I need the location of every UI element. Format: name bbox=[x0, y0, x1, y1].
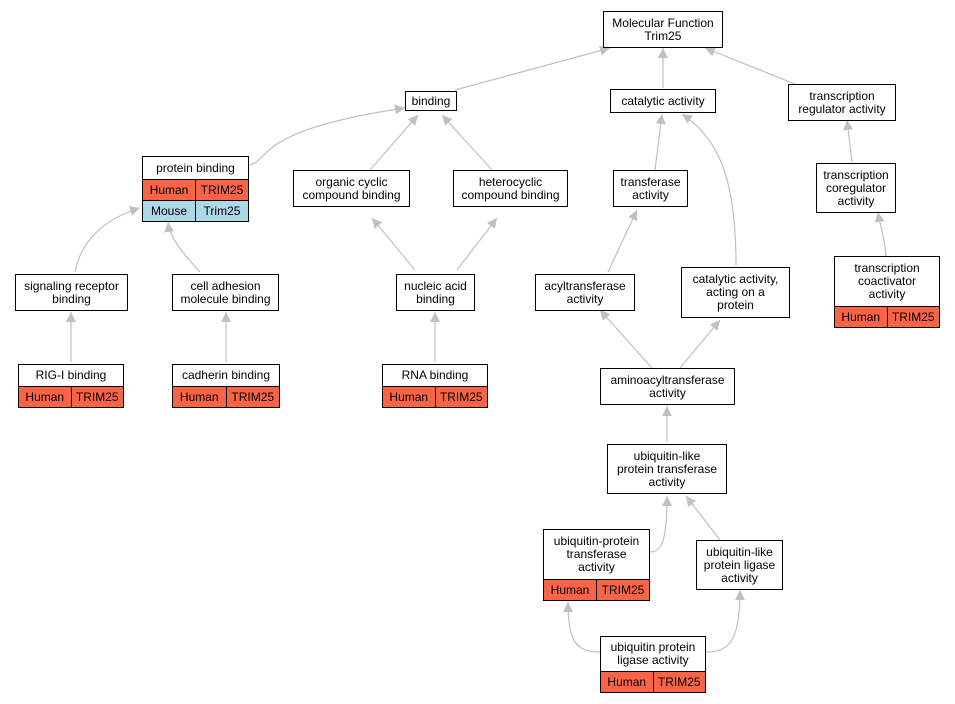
annotation-row-human: Human TRIM25 bbox=[173, 386, 279, 407]
node-ubiquitin-like-protein-transferase-activity[interactable]: ubiquitin-like protein transferase activ… bbox=[607, 444, 727, 494]
node-protein-binding[interactable]: protein binding Human TRIM25 Mouse Trim2… bbox=[142, 156, 249, 222]
node-transferase-activity[interactable]: transferase activity bbox=[613, 170, 688, 207]
edge-tcoact-tcoreg bbox=[874, 211, 887, 257]
node-label: organic cyclic compound binding bbox=[302, 174, 401, 202]
species-cell: Human bbox=[550, 583, 590, 597]
node-label: transcription coactivator activity bbox=[854, 261, 920, 301]
node-label: nucleic acid binding bbox=[404, 278, 467, 306]
gene-cell: TRIM25 bbox=[195, 180, 248, 200]
node-catalytic-activity[interactable]: catalytic activity bbox=[610, 89, 716, 113]
node-rig-i-binding[interactable]: RIG-I binding Human TRIM25 bbox=[18, 364, 124, 408]
gene-cell: TRIM25 bbox=[886, 307, 940, 327]
node-transcription-coregulator-activity[interactable]: transcription coregulator activity bbox=[816, 163, 896, 213]
node-label: Molecular Function Trim25 bbox=[612, 15, 714, 43]
annotation-row-mouse: Mouse Trim25 bbox=[143, 200, 248, 221]
edge-transferase-catalytic bbox=[654, 113, 666, 171]
edge-ubltrans-ubl-ligase bbox=[685, 495, 721, 541]
edge-organic-binding bbox=[369, 114, 419, 171]
node-label: transferase activity bbox=[620, 174, 681, 202]
species-cell: Mouse bbox=[150, 204, 188, 218]
node-label: acyltransferase activity bbox=[544, 278, 626, 306]
edge-tra-root bbox=[704, 47, 796, 85]
annotation-row-human: Human TRIM25 bbox=[544, 579, 649, 600]
node-label: transcription regulator activity bbox=[798, 88, 886, 116]
edge-signaling-protein-binding bbox=[74, 206, 141, 273]
node-label: heterocyclic compound binding bbox=[461, 174, 560, 202]
node-signaling-receptor-binding[interactable]: signaling receptor binding bbox=[15, 274, 128, 311]
species-cell: Human bbox=[179, 390, 219, 404]
species-cell: Human bbox=[389, 390, 429, 404]
node-heterocyclic-compound-binding[interactable]: heterocyclic compound binding bbox=[453, 170, 568, 207]
node-label: binding bbox=[411, 93, 451, 108]
node-ubiquitin-like-protein-ligase-activity[interactable]: ubiquitin-like protein ligase activity bbox=[696, 540, 783, 590]
node-rna-binding[interactable]: RNA binding Human TRIM25 bbox=[382, 364, 488, 408]
node-catalytic-activity-acting-on-a-protein[interactable]: catalytic activity, acting on a protein bbox=[681, 267, 790, 318]
node-label: RIG-I binding bbox=[35, 368, 107, 382]
edge-nucleic-organic bbox=[371, 217, 416, 271]
node-transcription-regulator-activity[interactable]: transcription regulator activity bbox=[788, 84, 896, 121]
gene-cell: TRIM25 bbox=[225, 387, 280, 407]
node-label: catalytic activity, acting on a protein bbox=[692, 272, 779, 312]
species-cell: Human bbox=[841, 310, 881, 324]
node-cell-adhesion-molecule-binding[interactable]: cell adhesion molecule binding bbox=[172, 274, 279, 311]
edge-ubligase-ubl-ligase bbox=[705, 589, 745, 653]
node-ubiquitin-protein-ligase-activity[interactable]: ubiquitin protein ligase activity Human … bbox=[600, 636, 706, 693]
node-label: ubiquitin-protein transferase activity bbox=[553, 534, 640, 574]
edge-ubligase-ubtrans bbox=[563, 601, 601, 653]
species-cell: Human bbox=[607, 675, 647, 689]
gene-cell: TRIM25 bbox=[434, 387, 488, 407]
node-transcription-coactivator-activity[interactable]: transcription coactivator activity Human… bbox=[834, 256, 940, 328]
node-molecular-function-root[interactable]: Molecular Function Trim25 bbox=[603, 11, 723, 48]
edge-binding-root bbox=[454, 45, 611, 91]
annotation-row-human: Human TRIM25 bbox=[143, 179, 248, 200]
node-label: RNA binding bbox=[401, 368, 469, 382]
annotation-row-human: Human TRIM25 bbox=[19, 386, 123, 407]
node-label: signaling receptor binding bbox=[24, 278, 119, 306]
node-nucleic-acid-binding[interactable]: nucleic acid binding bbox=[396, 274, 475, 311]
gene-cell: TRIM25 bbox=[652, 672, 706, 692]
edge-hetero-binding bbox=[441, 114, 493, 171]
edge-protein-binding-binding bbox=[249, 104, 406, 166]
node-ubiquitin-protein-transferase-activity[interactable]: ubiquitin-protein transferase activity H… bbox=[543, 529, 650, 601]
node-acyltransferase-activity[interactable]: acyltransferase activity bbox=[535, 274, 635, 311]
node-binding[interactable]: binding bbox=[405, 91, 457, 111]
edge-aminoacyl-catprot bbox=[679, 319, 721, 369]
node-label: cell adhesion molecule binding bbox=[180, 278, 271, 306]
edge-tcoreg-tra bbox=[843, 119, 854, 163]
node-label: aminoacyltransferase activity bbox=[610, 372, 725, 400]
edge-ubtrans-ubltrans bbox=[649, 495, 672, 553]
node-organic-cyclic-compound-binding[interactable]: organic cyclic compound binding bbox=[293, 170, 410, 207]
node-label: ubiquitin-like protein transferase activ… bbox=[616, 448, 718, 489]
gene-cell: Trim25 bbox=[195, 201, 248, 221]
node-label: ubiquitin-like protein ligase activity bbox=[703, 544, 776, 585]
node-label: protein binding bbox=[156, 160, 235, 175]
gene-cell: TRIM25 bbox=[70, 387, 124, 407]
node-label: ubiquitin protein ligase activity bbox=[610, 640, 696, 667]
species-cell: Human bbox=[25, 390, 65, 404]
annotation-row-human: Human TRIM25 bbox=[383, 386, 487, 407]
node-label: transcription coregulator activity bbox=[823, 167, 889, 208]
node-label: catalytic activity bbox=[621, 93, 705, 108]
species-cell: Human bbox=[149, 183, 189, 197]
annotation-row-human: Human TRIM25 bbox=[835, 306, 939, 327]
node-cadherin-binding[interactable]: cadherin binding Human TRIM25 bbox=[172, 364, 280, 408]
node-label: cadherin binding bbox=[181, 368, 271, 382]
node-aminoacyltransferase-activity[interactable]: aminoacyltransferase activity bbox=[600, 368, 735, 405]
edge-acyl-transferase bbox=[607, 209, 638, 273]
gene-cell: TRIM25 bbox=[596, 580, 649, 600]
edge-nucleic-hetero bbox=[456, 217, 498, 271]
annotation-row-human: Human TRIM25 bbox=[601, 671, 705, 692]
edge-catprot-catalytic bbox=[681, 113, 737, 267]
edge-celladh-protein-binding bbox=[164, 221, 201, 273]
edge-aminoacyl-acyl bbox=[599, 309, 653, 369]
